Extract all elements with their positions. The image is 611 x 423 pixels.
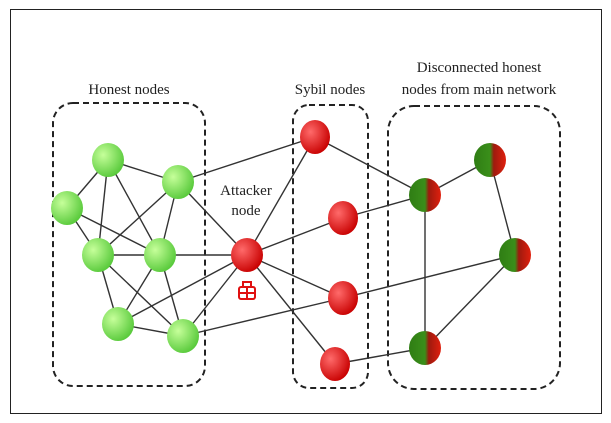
edge <box>314 136 426 196</box>
edge <box>182 254 248 337</box>
sybil-node <box>328 281 358 315</box>
sybil-nodes <box>300 120 358 381</box>
disconnected-node <box>409 331 441 365</box>
edge <box>246 254 344 299</box>
disconnected-node <box>499 238 531 272</box>
disconnected-group-box <box>387 105 561 390</box>
disconnected-node <box>474 143 506 177</box>
sybil-node <box>328 201 358 235</box>
disconnected-label-line1: Disconnected honest <box>417 60 542 76</box>
attacker-label-line2: node <box>231 203 261 219</box>
edge <box>182 297 344 337</box>
edge <box>246 217 344 256</box>
honest-node <box>51 191 83 225</box>
honest-node <box>92 143 124 177</box>
edges-layer <box>66 136 516 365</box>
edge <box>97 181 179 256</box>
honest-nodes <box>51 143 199 353</box>
attacker-node <box>231 238 263 272</box>
edge <box>66 207 161 256</box>
attacker-label-line1: Attacker <box>220 183 272 199</box>
sybil-node <box>320 347 350 381</box>
disconnected-nodes <box>409 143 531 365</box>
disconnected-label-line2: nodes from main network <box>402 82 557 98</box>
figure-frame <box>10 9 602 414</box>
edge <box>117 254 248 325</box>
edge <box>97 254 184 337</box>
edge <box>246 254 336 365</box>
honest-node <box>162 165 194 199</box>
edge <box>424 254 516 349</box>
sybil-label: Sybil nodes <box>295 82 366 98</box>
sybil-group-box <box>292 104 369 389</box>
edge <box>177 136 316 183</box>
sybil-node <box>300 120 330 154</box>
honest-node <box>144 238 176 272</box>
edge <box>177 181 248 256</box>
honest-node <box>102 307 134 341</box>
edge <box>342 254 516 299</box>
edge <box>107 159 161 256</box>
disconnected-node <box>409 178 441 212</box>
honest-node <box>167 319 199 353</box>
bomb-icon <box>238 281 256 300</box>
honest-label: Honest nodes <box>88 82 169 98</box>
honest-node <box>82 238 114 272</box>
honest-group-box <box>52 102 206 387</box>
edge <box>246 136 316 256</box>
